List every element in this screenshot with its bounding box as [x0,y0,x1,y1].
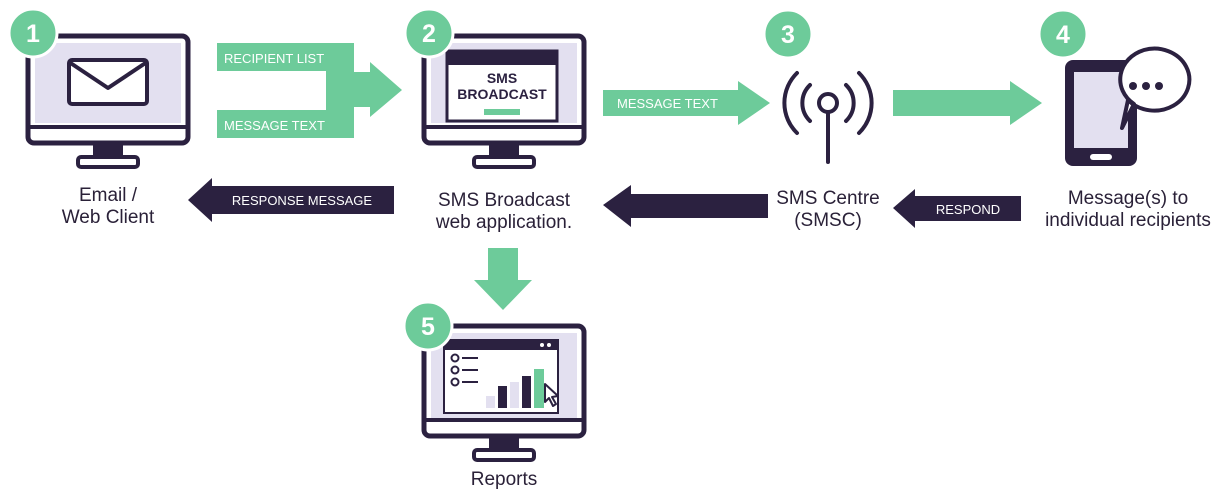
monitor-sms-broadcast: SMS BROADCAST [421,33,587,169]
arrow-to-reports [474,248,532,310]
svg-text:5: 5 [421,313,435,341]
sms-broadcast-screen-card: SMS BROADCAST [445,49,559,123]
arrow-smsc-to-recipients [893,81,1042,125]
checklist-icon [450,353,478,387]
step-badge-2: 2 [403,7,455,59]
caption-smsc-line2: (SMSC) [794,210,862,231]
caption-smsc: SMS Centre (SMSC) [760,188,896,232]
step-badge-1: 1 [7,7,59,59]
monitor-email-client [25,33,191,169]
bar-chart-icon [486,369,544,408]
caption-sms-broadcast-line2: web application. [435,212,573,233]
cursor-icon [544,383,559,407]
arrow-label-response-message: RESPONSE MESSAGE [232,193,372,208]
screen-title-line1: SMS [487,70,517,86]
caption-email-client-line1: Email / [78,185,138,206]
caption-sms-broadcast: SMS Broadcast web application. [414,190,594,234]
envelope-icon [67,58,149,106]
monitor-reports [421,323,587,462]
arrow-label-recipient-list: RECIPIENT LIST [224,51,324,66]
arrow-label-message-text-1: MESSAGE TEXT [224,118,325,133]
caption-recipients: Message(s) to individual recipients [1030,188,1226,232]
step-badge-4: 4 [1037,8,1089,60]
screen-accent-bar [484,109,520,115]
caption-recipients-line1: Message(s) to [1067,188,1189,209]
arrow-recipient-list-and-message-text: RECIPIENT LIST MESSAGE TEXT [217,43,402,138]
antenna-icon [782,71,874,164]
svg-text:3: 3 [781,21,795,49]
arrow-respond: RESPOND [893,189,1021,228]
screen-title-line2: BROADCAST [457,86,547,102]
caption-reports-label: Reports [470,469,538,490]
svg-text:2: 2 [422,20,436,48]
svg-text:1: 1 [26,20,40,48]
caption-email-client: Email / Web Client [40,185,176,229]
caption-recipients-line2: individual recipients [1045,210,1211,231]
step-badge-3: 3 [762,8,814,60]
tablet-device [1065,46,1192,166]
caption-sms-broadcast-line1: SMS Broadcast [438,190,570,211]
caption-reports: Reports [444,469,564,491]
arrow-message-text-to-smsc: MESSAGE TEXT [603,81,770,125]
svg-text:4: 4 [1056,21,1070,49]
chat-bubble-icon [1118,46,1192,130]
arrow-response-message: RESPONSE MESSAGE [188,178,394,222]
step-badge-5: 5 [402,300,454,352]
caption-smsc-line1: SMS Centre [776,188,880,209]
arrow-smsc-to-sms-broadcast [603,185,768,227]
arrow-label-respond: RESPOND [936,202,1000,217]
caption-email-client-line2: Web Client [61,207,155,228]
arrow-label-message-text-2: MESSAGE TEXT [617,96,718,111]
